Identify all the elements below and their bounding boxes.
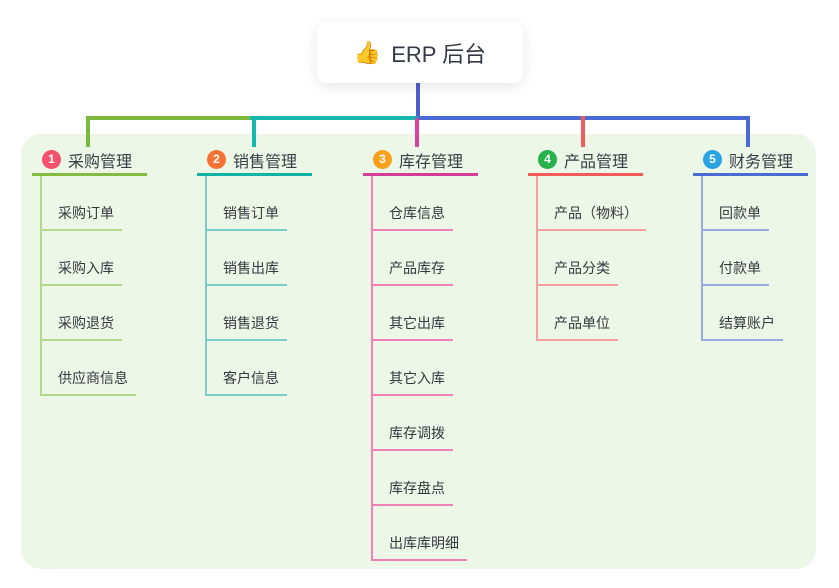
branch-items: 仓库信息产品库存其它出库其它入库库存调拨库存盘点出库库明细 — [371, 176, 478, 561]
mindmap-item-label[interactable]: 供应商信息 — [42, 368, 136, 396]
mindmap-item[interactable]: 销售出库 — [207, 231, 312, 286]
mindmap-item[interactable]: 销售退货 — [207, 286, 312, 341]
mindmap-item[interactable]: 采购退货 — [42, 286, 147, 341]
branch-node[interactable]: 2 销售管理 — [197, 149, 312, 176]
branch-items: 产品（物料） 产品分类产品单位 — [536, 176, 646, 341]
mindmap-item[interactable]: 产品单位 — [538, 286, 643, 341]
mindmap-item[interactable]: 客户信息 — [207, 341, 312, 396]
mindmap-item-label[interactable]: 销售退货 — [207, 313, 287, 341]
mindmap-item-label[interactable]: 采购入库 — [42, 258, 122, 286]
mindmap-item-label[interactable]: 其它入库 — [373, 368, 453, 396]
branch-number-badge: 2 — [207, 150, 226, 169]
branch: 2 销售管理 销售订单销售出库销售退货客户信息 — [197, 149, 312, 396]
mindmap-item-label[interactable]: 结算账户 — [703, 313, 783, 341]
branch-number-badge: 1 — [42, 150, 61, 169]
connector-root-stem — [416, 82, 420, 120]
root-node[interactable]: 👍 ERP 后台 — [317, 22, 523, 83]
mindmap-item[interactable]: 产品库存 — [373, 231, 478, 286]
mindmap-item-label[interactable]: 销售订单 — [207, 203, 287, 231]
mindmap-item-label[interactable]: 产品（物料） — [538, 203, 646, 231]
mindmap-item-label[interactable]: 产品单位 — [538, 313, 618, 341]
connector-drop-branch4 — [581, 116, 585, 147]
mindmap-item[interactable]: 其它入库 — [373, 341, 478, 396]
branch-label: 产品管理 — [564, 153, 629, 171]
mindmap-item-label[interactable]: 库存盘点 — [373, 478, 453, 506]
mindmap-canvas — [21, 134, 816, 569]
mindmap-item[interactable]: 产品（物料） — [538, 176, 646, 231]
mindmap-item[interactable]: 采购入库 — [42, 231, 147, 286]
branch: 3 库存管理 仓库信息产品库存其它出库其它入库库存调拨库存盘点出库库明细 — [363, 149, 478, 561]
mindmap-item-label[interactable]: 付款单 — [703, 258, 769, 286]
mindmap-item-label[interactable]: 销售出库 — [207, 258, 287, 286]
branch-label: 销售管理 — [233, 153, 298, 171]
mindmap-item[interactable]: 采购订单 — [42, 176, 147, 231]
branch-label: 财务管理 — [729, 153, 794, 171]
branch-node[interactable]: 5 财务管理 — [693, 149, 808, 176]
mindmap-item-label[interactable]: 产品库存 — [373, 258, 453, 286]
mindmap-item-label[interactable]: 其它出库 — [373, 313, 453, 341]
branch-label: 库存管理 — [399, 153, 464, 171]
branch-items: 销售订单销售出库销售退货客户信息 — [205, 176, 312, 396]
mindmap-item[interactable]: 付款单 — [703, 231, 808, 286]
mindmap-item-label[interactable]: 采购订单 — [42, 203, 122, 231]
mindmap-item[interactable]: 产品分类 — [538, 231, 643, 286]
mindmap-item-label[interactable]: 采购退货 — [42, 313, 122, 341]
connector-left-teal — [250, 116, 417, 120]
thumbs-up-icon: 👍 — [353, 39, 382, 65]
branch-node[interactable]: 3 库存管理 — [363, 149, 478, 176]
branch-number-badge: 5 — [703, 150, 722, 169]
connector-drop-branch1 — [86, 116, 90, 147]
mindmap-item-label[interactable]: 产品分类 — [538, 258, 618, 286]
branch-items: 采购订单采购入库采购退货供应商信息 — [40, 176, 147, 396]
branch-number-badge: 4 — [538, 150, 557, 169]
connector-drop-branch5 — [746, 116, 750, 147]
mindmap-item[interactable]: 仓库信息 — [373, 176, 478, 231]
branch-label: 采购管理 — [68, 153, 133, 171]
mindmap-item[interactable]: 销售订单 — [207, 176, 312, 231]
connector-drop-branch2 — [252, 116, 256, 147]
mindmap-item-label[interactable]: 库存调拨 — [373, 423, 453, 451]
connector-drop-branch3 — [415, 118, 419, 147]
branch-node[interactable]: 4 产品管理 — [528, 149, 643, 176]
branch: 4 产品管理 产品（物料） 产品分类产品单位 — [528, 149, 646, 341]
mindmap-item-label[interactable]: 仓库信息 — [373, 203, 453, 231]
mindmap-item[interactable]: 出库库明细 — [373, 506, 478, 561]
branch: 1 采购管理 采购订单采购入库采购退货供应商信息 — [32, 149, 147, 396]
mindmap-item[interactable]: 库存调拨 — [373, 396, 478, 451]
mindmap-item[interactable]: 供应商信息 — [42, 341, 147, 396]
mindmap-item[interactable]: 回款单 — [703, 176, 808, 231]
root-node-title: ERP 后台 — [391, 41, 487, 67]
connector-left-green — [86, 116, 252, 120]
mindmap-item[interactable]: 其它出库 — [373, 286, 478, 341]
mindmap-item[interactable]: 库存盘点 — [373, 451, 478, 506]
branch-items: 回款单付款单结算账户 — [701, 176, 808, 341]
branch-number-badge: 3 — [373, 150, 392, 169]
mindmap-item-label[interactable]: 客户信息 — [207, 368, 287, 396]
branch-node[interactable]: 1 采购管理 — [32, 149, 147, 176]
branch: 5 财务管理 回款单付款单结算账户 — [693, 149, 808, 341]
mindmap-item[interactable]: 结算账户 — [703, 286, 808, 341]
mindmap-item-label[interactable]: 回款单 — [703, 203, 769, 231]
mindmap-item-label[interactable]: 出库库明细 — [373, 533, 467, 561]
